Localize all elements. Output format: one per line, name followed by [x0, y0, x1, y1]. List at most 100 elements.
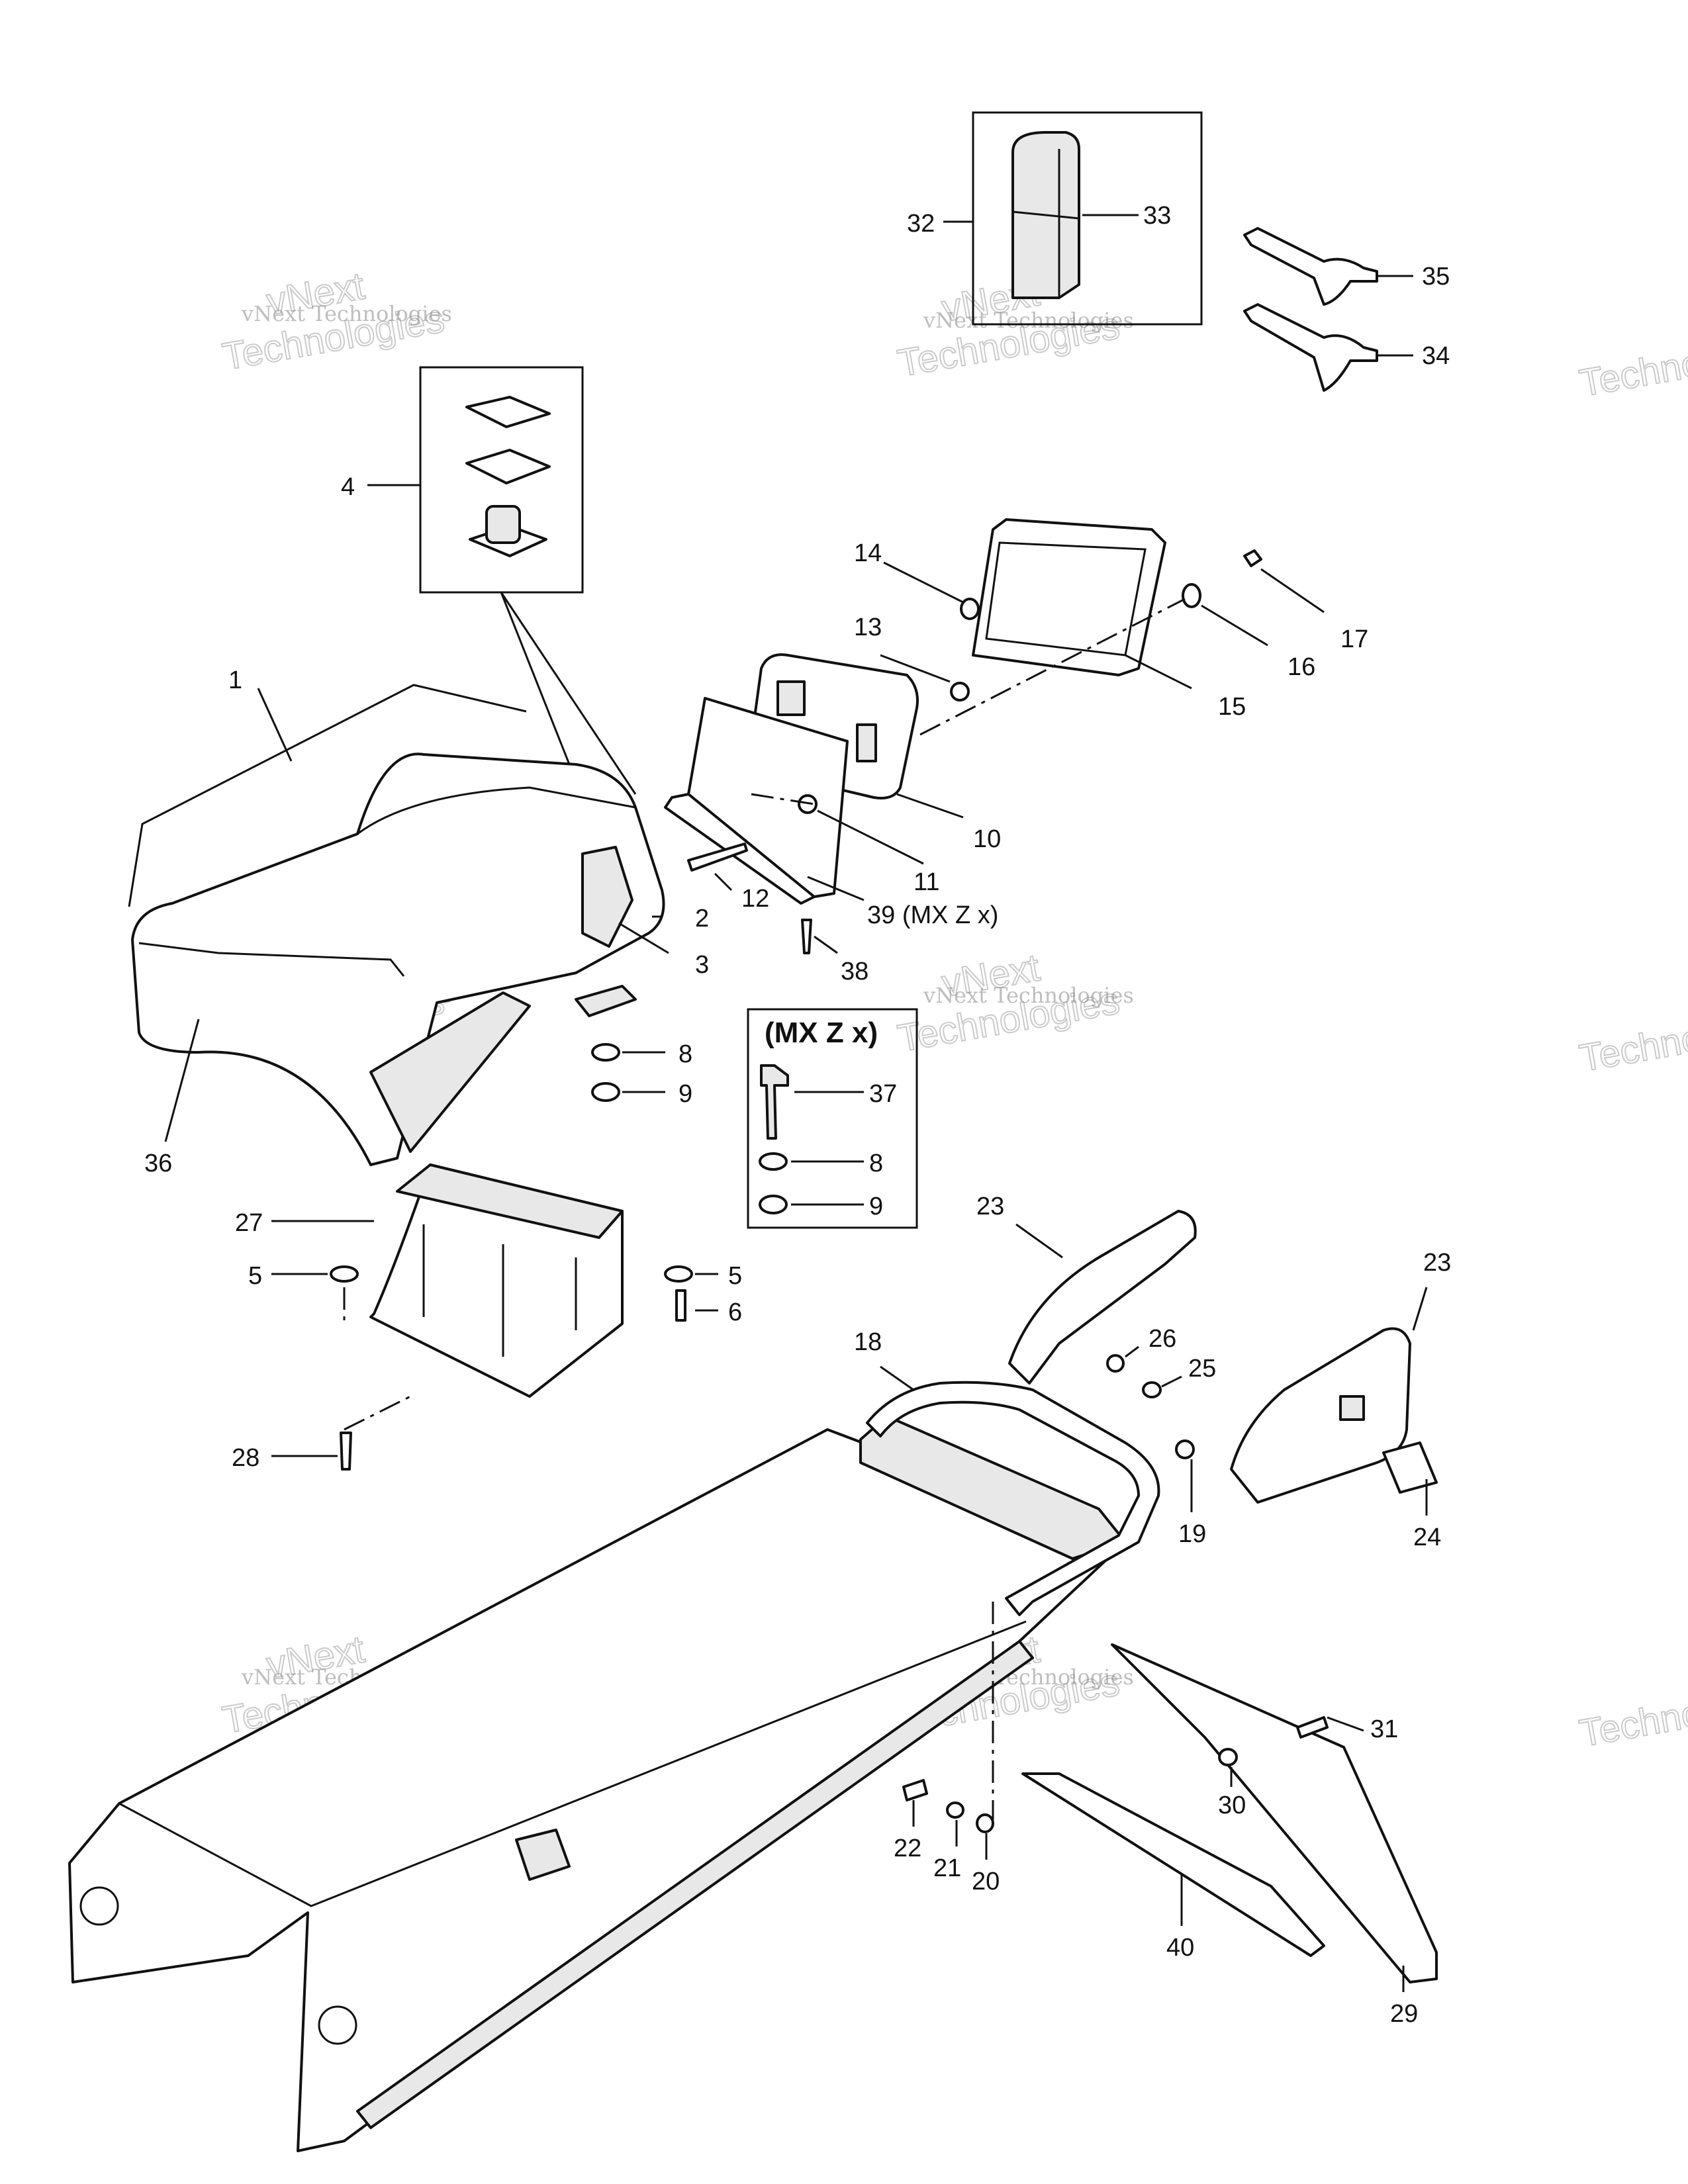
- battery-box-27: [330, 1163, 693, 1471]
- leader-23: [1015, 1223, 1063, 1259]
- washer-25: [1142, 1381, 1162, 1398]
- grab-handle-18: [866, 1381, 1160, 1616]
- watermark-caption: vNext Technologies: [241, 301, 452, 326]
- kit-frame: [972, 111, 1203, 326]
- callout-6: 6: [728, 1298, 742, 1326]
- watermark: Technologies: [1575, 998, 1688, 1081]
- bolt-22: [902, 1779, 928, 1801]
- tunnel-running-board: [356, 1640, 1034, 2129]
- callout-20: 20: [972, 1868, 1000, 1895]
- wrench-35: [1243, 227, 1378, 306]
- seat-bracket-line: [128, 684, 527, 907]
- battery-box-rim: [396, 1163, 624, 1239]
- centerline: [919, 598, 1186, 736]
- callout-24: 24: [1413, 1524, 1441, 1551]
- watermark-caption: vNext Technologies: [923, 308, 1134, 333]
- taillight-lens-15: [972, 518, 1166, 676]
- leader-26: [1125, 1345, 1139, 1358]
- variant-title: (MX Z x): [765, 1017, 878, 1049]
- callout-34: 34: [1422, 342, 1450, 370]
- deflector-23-right: [1230, 1327, 1411, 1504]
- pin-38: [801, 919, 812, 954]
- switch-body: [485, 505, 521, 544]
- callout-23: 23: [976, 1193, 1004, 1220]
- callout-22: 22: [894, 1835, 921, 1862]
- bottle-seam: [1012, 210, 1080, 220]
- tunnel-body: [68, 1428, 1127, 2152]
- callout-31: 31: [1370, 1715, 1398, 1743]
- washer-21: [946, 1801, 964, 1819]
- seat-edge-line: [138, 942, 405, 977]
- leader-18: [880, 1365, 914, 1391]
- callout-40: 40: [1166, 1934, 1194, 1962]
- centerline: [751, 793, 815, 805]
- callout-13: 13: [854, 614, 882, 641]
- kit-box-4: [419, 366, 637, 795]
- callout-32: 32: [907, 210, 935, 238]
- seat-assembly: [128, 684, 665, 1166]
- bolt-6: [675, 1289, 686, 1322]
- taillight-assembly: [664, 518, 1262, 954]
- bulb-14: [960, 598, 980, 620]
- callout-8: 8: [679, 1040, 692, 1068]
- watermark: Technologies: [1575, 323, 1688, 406]
- kit-box-32: [972, 111, 1203, 326]
- washer-5: [330, 1265, 359, 1283]
- callout-16: 16: [1288, 653, 1315, 681]
- axle-hole: [79, 1886, 119, 1926]
- watermark: Technologies: [1575, 1673, 1688, 1756]
- screw-17: [1243, 549, 1262, 567]
- callout-labels: 1 2 3 4 5 5 6 8 8 9 9 10 11 12 13 14 15 …: [144, 202, 1451, 2028]
- leader-arrow: [500, 592, 637, 795]
- spanner-wrenches: [1243, 227, 1378, 392]
- tunnel-vent: [515, 1829, 571, 1881]
- nut-9: [759, 1195, 788, 1214]
- callout-28: 28: [232, 1444, 259, 1472]
- grommet-13: [950, 682, 970, 702]
- reflector-mount: [1339, 1395, 1365, 1421]
- callout-12: 12: [741, 885, 769, 913]
- gasket-plate: [465, 449, 551, 484]
- callout-30: 30: [1218, 1792, 1246, 1819]
- leader-23b: [1412, 1287, 1428, 1331]
- variant-box: (MX Z x): [747, 1008, 918, 1229]
- grab-handle-bar: [866, 1381, 1160, 1616]
- gasket-plate: [465, 396, 551, 428]
- leader-14: [883, 561, 964, 604]
- leader-13: [880, 654, 951, 683]
- leader-12: [714, 872, 733, 891]
- leader-38: [814, 935, 838, 954]
- axle-hole: [318, 2005, 357, 2045]
- leader-lines: [164, 214, 1428, 1992]
- leader-31: [1327, 1716, 1364, 1732]
- callout-36: 36: [144, 1150, 172, 1177]
- leader-10: [896, 793, 964, 819]
- seat-contour: [357, 786, 636, 835]
- watermark-caption: vNext Technologies: [923, 983, 1134, 1008]
- callout-17: 17: [1340, 625, 1368, 653]
- screw-26: [1106, 1354, 1125, 1373]
- centerline: [344, 1395, 411, 1431]
- watermark-large: Technologies: [1576, 1674, 1688, 1755]
- callout-2: 2: [695, 905, 709, 933]
- housing-slot: [856, 723, 877, 762]
- seat-body: [131, 752, 665, 1166]
- tunnel-chassis: [68, 1415, 1127, 2152]
- leader-15: [1125, 654, 1192, 690]
- callout-29: 29: [1390, 2000, 1418, 2028]
- battery-box-ribs: [422, 1224, 577, 1357]
- nut-9: [591, 1082, 620, 1102]
- t-bolt-37: [760, 1064, 789, 1140]
- washer-11: [798, 794, 818, 814]
- callout-1: 1: [228, 666, 242, 694]
- callout-15: 15: [1218, 693, 1246, 721]
- snow-flap-29: [1111, 1643, 1438, 1983]
- callout-35: 35: [1422, 263, 1450, 291]
- callout-5b: 5: [728, 1262, 742, 1290]
- callout-5: 5: [248, 1262, 262, 1290]
- washer-8: [759, 1152, 788, 1171]
- callout-11: 11: [914, 868, 939, 896]
- flap-reinforcement-40: [1021, 1772, 1325, 1957]
- leader-11: [817, 809, 924, 865]
- washer-16: [1182, 583, 1201, 608]
